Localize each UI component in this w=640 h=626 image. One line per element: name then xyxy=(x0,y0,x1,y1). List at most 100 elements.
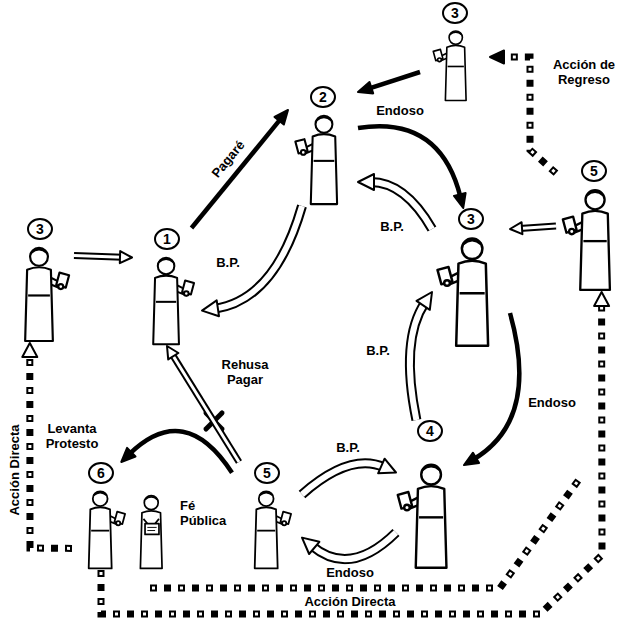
arrow-head xyxy=(417,292,433,310)
person-head xyxy=(30,248,48,266)
arrow-head xyxy=(358,174,374,190)
person-head xyxy=(259,491,274,506)
connector xyxy=(410,292,432,420)
hollow-connector xyxy=(302,463,384,494)
arrow-head xyxy=(490,51,504,64)
person-robe xyxy=(311,134,337,204)
edge-label: B.P. xyxy=(364,343,392,358)
person-group xyxy=(255,491,291,568)
person-hand xyxy=(282,521,286,525)
arrow-head xyxy=(358,82,373,93)
arrow-head xyxy=(378,459,396,474)
connector xyxy=(192,110,289,228)
notary-figure: Fé Pública xyxy=(128,452,232,570)
edge-label: Endoso xyxy=(526,395,578,410)
connector xyxy=(121,431,232,473)
note-label: Rehusa Pagar xyxy=(213,357,277,387)
person-drawing xyxy=(432,234,510,348)
document-symbol xyxy=(145,524,159,535)
edge-label: Endoso xyxy=(324,565,376,580)
person-head xyxy=(315,116,332,133)
person-head xyxy=(462,239,483,260)
dashed-connector-inner xyxy=(30,354,72,548)
hollow-connector-inner xyxy=(215,206,302,309)
person-belt xyxy=(583,240,606,242)
callout-number: 3 xyxy=(458,208,484,230)
person-hair xyxy=(159,259,174,262)
dashed-connector xyxy=(101,303,602,614)
person-head xyxy=(449,31,462,44)
dashed-connector-inner xyxy=(101,303,602,614)
person-figure: 5 xyxy=(556,160,632,292)
person-belt xyxy=(314,160,335,162)
dashed-path-inner xyxy=(150,478,580,588)
person-group xyxy=(295,116,337,204)
person-drawing xyxy=(128,464,176,570)
hollow-connector-inner xyxy=(74,256,122,258)
arrow-head xyxy=(202,300,219,316)
person-head xyxy=(158,258,175,275)
person-group xyxy=(398,465,447,568)
person-robe xyxy=(89,507,112,568)
hollow-connector xyxy=(312,533,396,560)
callout-number: 2 xyxy=(310,86,336,108)
person-belt xyxy=(257,530,275,532)
solid-connector xyxy=(369,72,420,89)
person-hand xyxy=(184,291,189,296)
arrow-head xyxy=(302,538,319,554)
solid-connector xyxy=(358,126,461,197)
person-hand xyxy=(438,58,442,62)
arrow-head xyxy=(594,292,609,306)
arrow-head xyxy=(275,110,289,125)
person-hand xyxy=(58,284,63,289)
person-group xyxy=(140,496,162,569)
hollow-connector xyxy=(215,206,302,309)
person-hand xyxy=(301,150,306,155)
person-hand xyxy=(444,280,450,286)
person-figure: 3 xyxy=(6,218,74,343)
person-figure: 2 xyxy=(288,86,358,206)
connector xyxy=(202,206,302,316)
edge-label: B.P. xyxy=(334,440,362,455)
person-drawing xyxy=(420,28,490,102)
person-belt xyxy=(460,292,485,295)
person-head xyxy=(93,491,108,506)
person-robe xyxy=(456,261,488,346)
callout-number: 5 xyxy=(581,160,607,182)
hollow-connector-inner xyxy=(410,303,425,420)
person-hair xyxy=(31,249,47,252)
edge-label: B.P. xyxy=(378,219,406,234)
connector xyxy=(358,72,420,93)
person-hair xyxy=(463,240,481,244)
person-drawing xyxy=(396,446,464,570)
person-belt xyxy=(28,294,50,296)
arrow-head xyxy=(22,343,37,357)
person-group xyxy=(563,190,610,290)
arrow-head xyxy=(167,346,178,359)
hollow-connector xyxy=(410,303,425,420)
person-figure: 3 xyxy=(432,208,510,348)
person-drawing xyxy=(132,254,202,346)
person-hair xyxy=(316,117,331,120)
callout-number: 4 xyxy=(417,420,443,442)
hollow-connector-inner xyxy=(302,463,384,494)
person-hair xyxy=(260,493,273,496)
person-hair xyxy=(145,497,157,500)
arrow-head xyxy=(454,193,466,208)
person-robe xyxy=(140,511,162,569)
person-figure: 4 xyxy=(396,420,464,570)
arrow-head xyxy=(510,222,522,234)
hollow-connector xyxy=(520,226,556,228)
hollow-connector-inner xyxy=(520,226,556,228)
person-hand xyxy=(404,505,409,510)
person-head xyxy=(586,190,605,209)
person-belt xyxy=(419,516,443,518)
edge-label: B.P. xyxy=(214,255,242,270)
person-figure: 6 xyxy=(72,462,130,570)
hollow-connector-inner xyxy=(312,533,396,560)
connector xyxy=(74,251,132,263)
person-belt xyxy=(448,66,464,68)
person-drawing xyxy=(232,488,302,570)
connector xyxy=(302,533,396,560)
